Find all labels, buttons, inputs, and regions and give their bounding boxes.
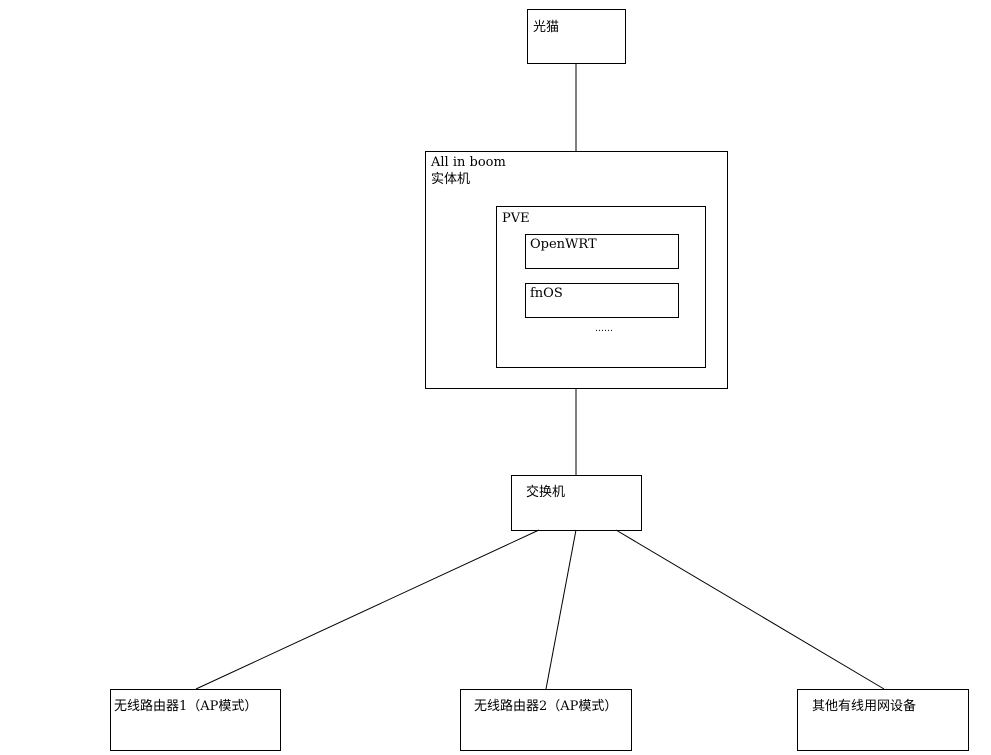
node-wired-devices: 其他有线用网设备 <box>797 689 969 751</box>
node-router-2: 无线路由器2（AP模式） <box>460 689 632 751</box>
node-pve-label: PVE <box>502 211 530 226</box>
node-fnos-label: fnOS <box>530 286 563 301</box>
node-all-in-boom: All in boom 实体机 <box>425 151 728 389</box>
node-modem-label: 光猫 <box>533 20 560 35</box>
node-switch: 交换机 <box>511 475 642 531</box>
node-pve: PVE <box>496 206 706 368</box>
edge-switch-to-router1 <box>195 529 540 690</box>
node-router-1-label: 无线路由器1（AP模式） <box>114 699 258 714</box>
node-openwrt: OpenWRT <box>525 234 679 269</box>
node-router-2-label: 无线路由器2（AP模式） <box>474 699 618 714</box>
node-fnos: fnOS <box>525 283 679 318</box>
more-vms-ellipsis: …… <box>595 324 613 334</box>
node-router-1: 无线路由器1（AP模式） <box>110 689 281 751</box>
node-switch-label: 交换机 <box>526 485 566 500</box>
node-modem: 光猫 <box>527 9 626 64</box>
node-openwrt-label: OpenWRT <box>530 237 597 252</box>
node-aio-label-line2: 实体机 <box>431 172 471 187</box>
edge-switch-to-router2 <box>545 529 577 690</box>
node-aio-label-line1: All in boom <box>431 155 506 170</box>
node-wired-devices-label: 其他有线用网设备 <box>812 699 917 714</box>
edge-switch-to-wired <box>615 529 885 690</box>
